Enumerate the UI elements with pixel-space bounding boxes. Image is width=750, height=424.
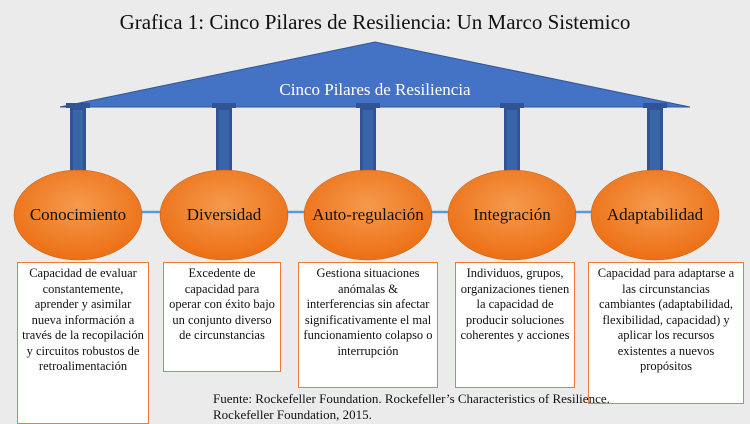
description-box-auto-regulacion: Gestiona situaciones anómalas & interfer…: [298, 262, 438, 388]
description-box-adaptabilidad: Capacidad para adaptarse a las circunsta…: [588, 262, 744, 404]
pillar-label-diversidad: Diversidad: [186, 205, 262, 224]
source-citation: Fuente: Rockefeller Foundation. Rockefel…: [213, 391, 610, 422]
description-box-integracion: Individuos, grupos, organizaciones tiene…: [455, 262, 575, 388]
pillar-ellipse-3: [303, 169, 433, 261]
pillar-ellipse-2: [159, 169, 289, 261]
pillar-label-adaptabilidad: Adaptabilidad: [606, 205, 704, 224]
pillar-ellipse-4: [447, 169, 577, 261]
pillar-label-conocimiento: Conocimiento: [29, 205, 127, 224]
pillar-ellipse-1: [13, 169, 143, 261]
description-box-diversidad: Excedente de capacidad para operar con é…: [163, 262, 281, 372]
description-box-conocimiento: Capacidad de evaluar constantemente, apr…: [17, 262, 149, 424]
pillar-label-integracion: Integración: [473, 205, 551, 224]
pillar-label-auto-regulacion: Auto-regulación: [312, 205, 424, 224]
roof-label: Cinco Pilares de Resiliencia: [279, 80, 471, 99]
pillar-ellipse-5: [590, 169, 720, 261]
page-title: Grafica 1: Cinco Pilares de Resiliencia:…: [119, 10, 631, 34]
